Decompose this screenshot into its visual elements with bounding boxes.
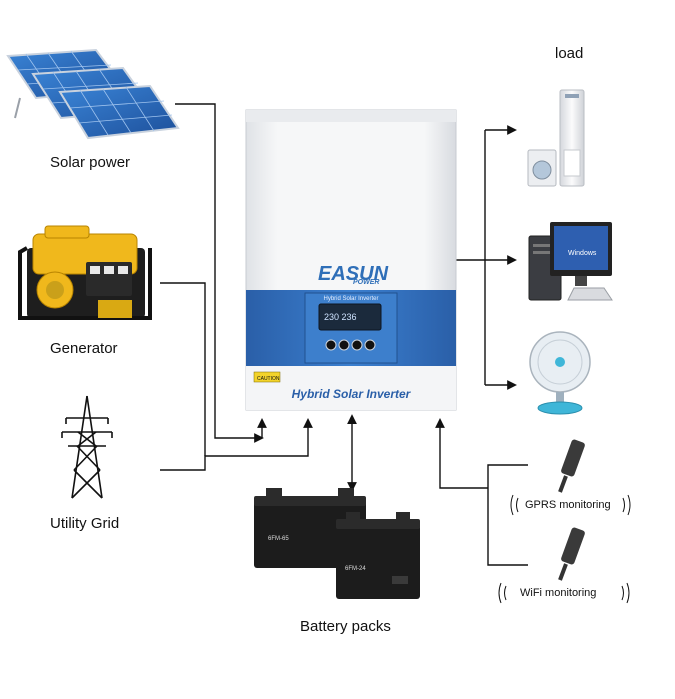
desktop-screen-text: Windows bbox=[568, 250, 597, 257]
generator-label: Generator bbox=[50, 340, 118, 357]
inverter-brand-main: EASUN bbox=[318, 263, 389, 285]
gprs-monitoring-label: GPRS monitoring bbox=[525, 499, 611, 511]
wifi-dongle-image bbox=[558, 527, 585, 581]
monitoring-trunk bbox=[435, 418, 488, 489]
solar-line bbox=[175, 103, 264, 443]
gprs-dongle-image bbox=[558, 439, 585, 493]
monitoring-line bbox=[487, 464, 528, 566]
solar-power-label: Solar power bbox=[50, 154, 131, 171]
utility-grid-label: Utility Grid bbox=[50, 515, 120, 532]
generator-image bbox=[18, 225, 152, 320]
inverter-image: 230 236 bbox=[245, 109, 457, 411]
load-label: load bbox=[555, 45, 584, 62]
inverter-caution-label: CAUTION bbox=[257, 376, 280, 382]
electric-fan-image bbox=[529, 331, 591, 415]
battery-big-model: 6FM-65 bbox=[268, 536, 289, 542]
wifi-monitoring-label: WiFi monitoring bbox=[520, 587, 597, 599]
inverter-brand-sub: POWER bbox=[353, 279, 379, 286]
desktop-computer-image: Windows bbox=[528, 222, 613, 301]
svg-text:230 236: 230 236 bbox=[324, 312, 357, 322]
inverter-panel-title: Hybrid Solar Inverter bbox=[292, 387, 412, 401]
utility-tower-image bbox=[61, 395, 113, 499]
connection-lines bbox=[160, 103, 528, 566]
signal-wave-icon bbox=[498, 494, 631, 604]
battery-packs-label: Battery packs bbox=[300, 618, 391, 635]
washing-machine-image bbox=[527, 149, 557, 187]
solar-panel-image bbox=[6, 48, 180, 140]
generator-line bbox=[160, 282, 206, 456]
inverter-screen-caption: Hybrid Solar Inverter bbox=[323, 296, 378, 302]
battery-small-model: 6FM-24 bbox=[345, 566, 366, 572]
air-conditioner-image bbox=[559, 89, 585, 187]
grid-line bbox=[160, 418, 313, 471]
battery-pack-image: 6FM-65 6FM-24 bbox=[254, 488, 420, 599]
